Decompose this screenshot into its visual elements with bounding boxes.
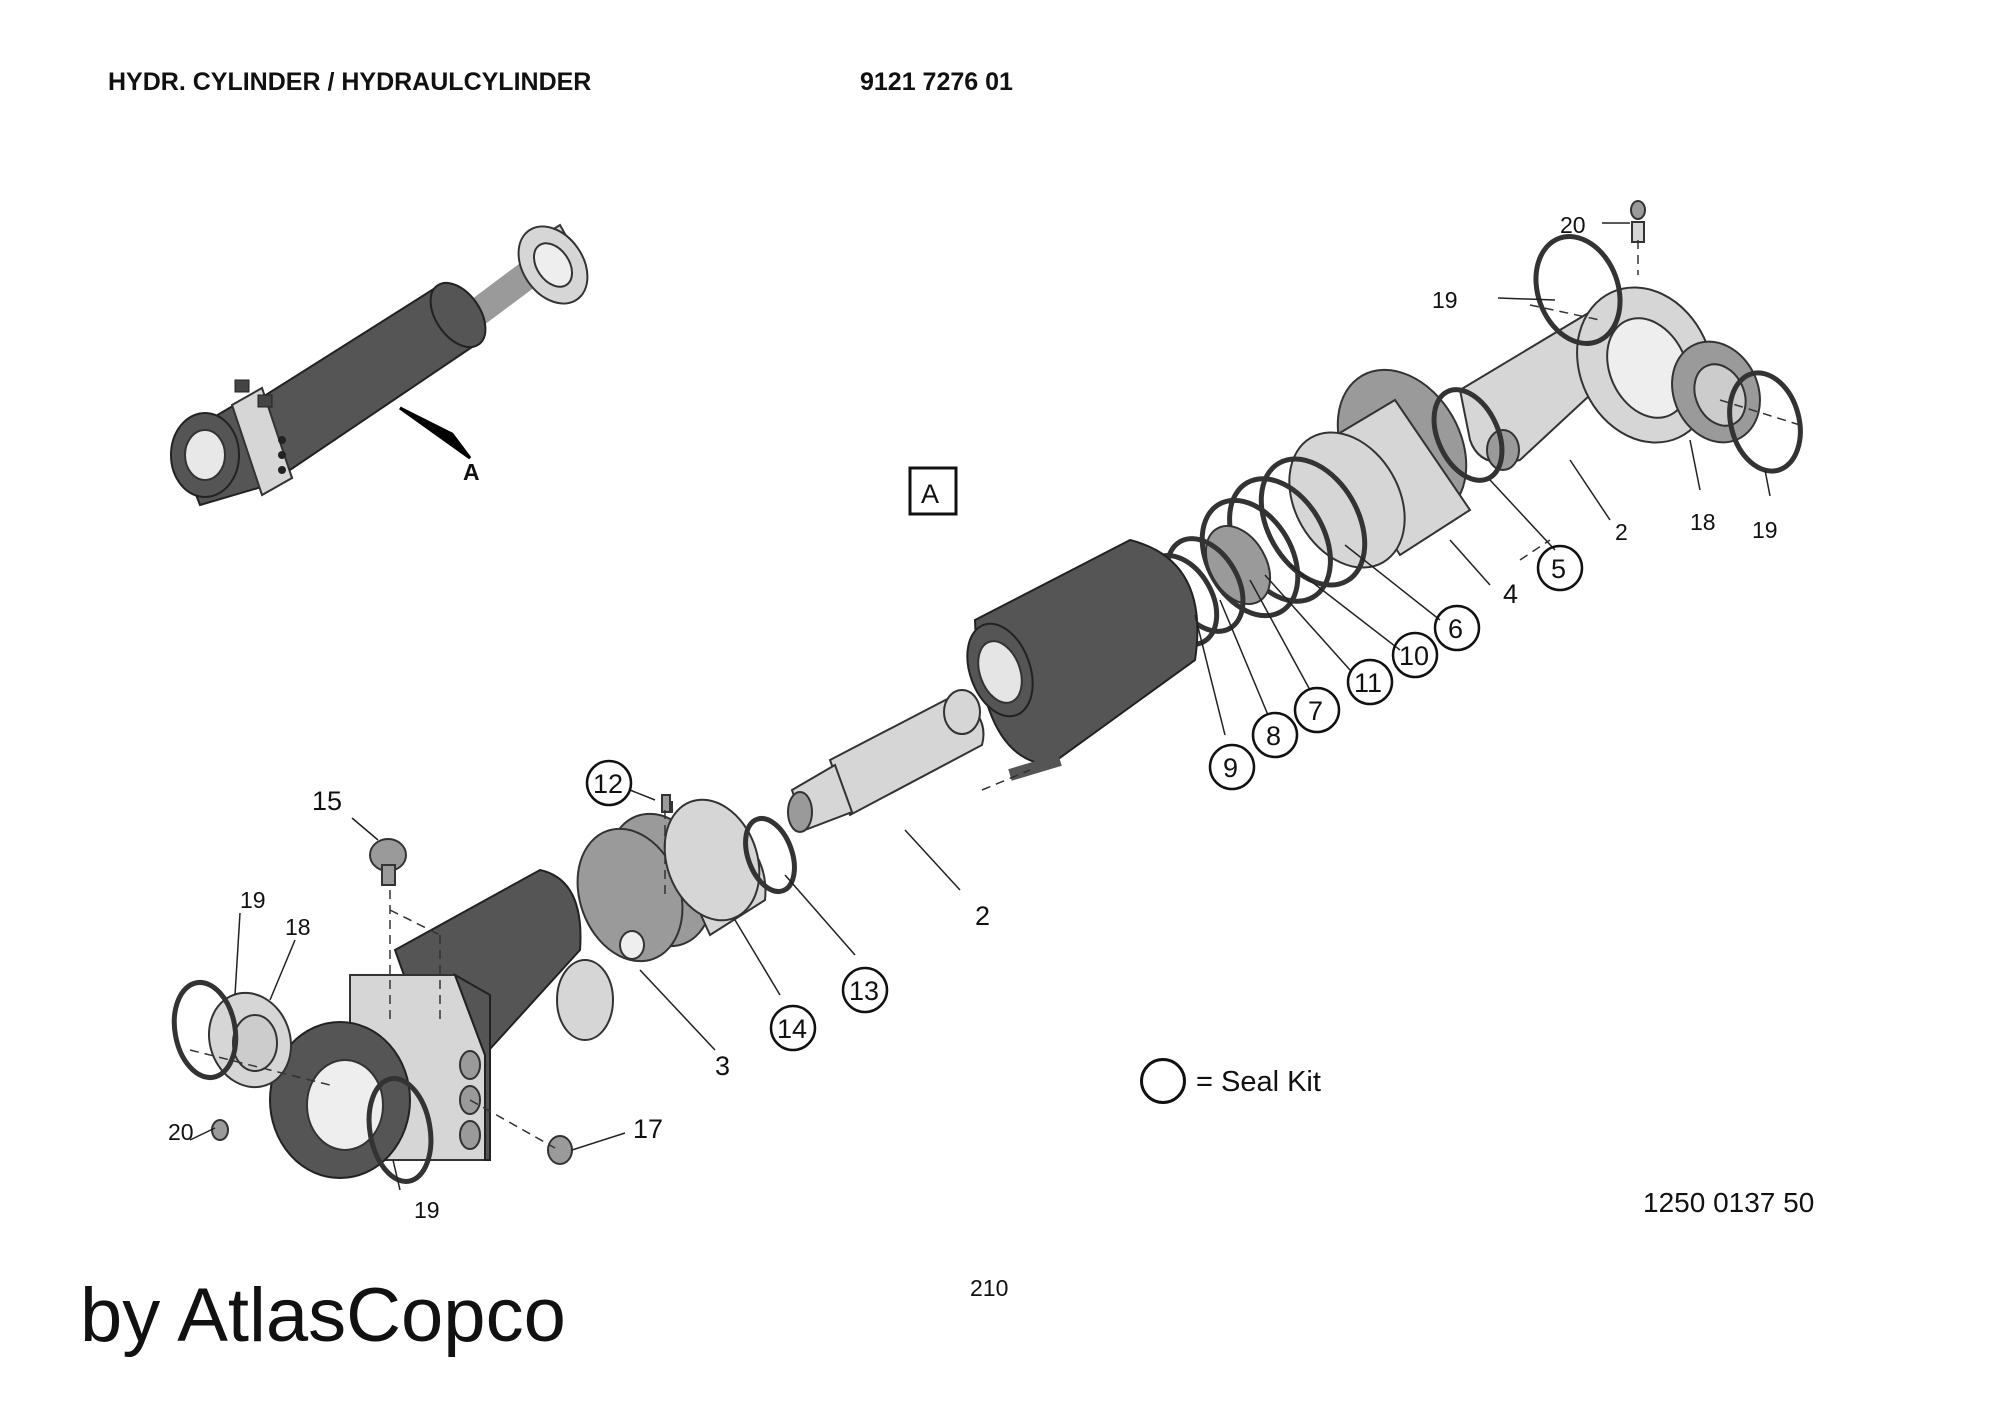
rod-end-eye [1458, 200, 1803, 474]
view-arrow-label: A [463, 459, 480, 485]
callout-19-top: 19 [1432, 287, 1458, 313]
callout-10: 10 [1399, 641, 1429, 671]
callout-9: 9 [1223, 753, 1238, 783]
callout-5: 5 [1551, 554, 1566, 584]
callout-18-left: 18 [285, 914, 311, 940]
callout-19-bottom: 19 [414, 1197, 440, 1223]
footer-brand: by AtlasCopco [80, 1273, 566, 1358]
callout-19-left: 19 [240, 887, 266, 913]
view-box-label: A [921, 479, 939, 509]
leader-lines [189, 222, 1771, 1191]
callout-18-right: 18 [1690, 509, 1716, 535]
page-number: 210 [970, 1275, 1009, 1301]
callout-20-left: 20 [168, 1119, 194, 1145]
callout-6: 6 [1448, 614, 1463, 644]
callout-19-right: 19 [1752, 517, 1778, 543]
drawing-number: 1250 0137 50 [1643, 1187, 1815, 1218]
assembled-cylinder-overview [170, 223, 589, 507]
piston-assembly [576, 794, 797, 963]
view-box [908, 466, 958, 516]
callout-3: 3 [715, 1051, 730, 1081]
seal-kit-circle-icon [1140, 1058, 1186, 1104]
callout-15: 15 [312, 786, 342, 816]
callout-2-mid: 2 [975, 901, 990, 931]
assembly-lines [189, 240, 1801, 1149]
callout-17: 17 [633, 1114, 663, 1144]
callout-20-top: 20 [1560, 212, 1586, 238]
cylinder-head [1140, 368, 1505, 648]
piston-rod [787, 689, 1062, 833]
callout-11: 11 [1354, 668, 1382, 698]
callout-13: 13 [849, 976, 879, 1006]
callout-12: 12 [593, 769, 623, 799]
callout-14: 14 [777, 1014, 807, 1044]
callout-7: 7 [1308, 696, 1323, 726]
seal-kit-circles [585, 544, 1584, 1052]
seal-kit-legend-label: = Seal Kit [1196, 1066, 1321, 1098]
callout-8: 8 [1266, 721, 1281, 751]
page-title: HYDR. CYLINDER / HYDRAULCYLINDER [108, 68, 592, 96]
cylinder-tube [966, 538, 1199, 767]
callout-2-right: 2 [1615, 519, 1628, 545]
callout-4: 4 [1503, 579, 1518, 609]
part-number: 9121 7276 01 [860, 68, 1013, 96]
